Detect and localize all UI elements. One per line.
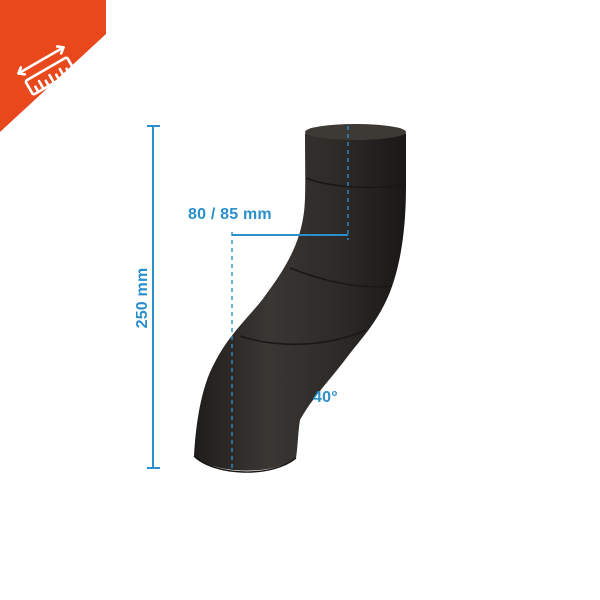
pipe-seam-upper (305, 177, 406, 189)
offset-dimension-label: 80 / 85 mm (188, 206, 272, 223)
pipe-bottom-edge (193, 455, 297, 473)
pipe-body (194, 129, 406, 471)
angle-dimension-label: 40° (313, 389, 338, 406)
offset-pipe-bend (193, 124, 406, 473)
pipe-top-opening (305, 124, 406, 140)
dimension-lines (147, 125, 349, 470)
dimensions-badge (0, 0, 106, 132)
pipe-seam-lower (239, 329, 367, 346)
height-dimension-label: 250 mm (134, 267, 151, 329)
pipe-seam-middle (289, 267, 393, 288)
ruler-dimensions-icon (17, 45, 76, 96)
